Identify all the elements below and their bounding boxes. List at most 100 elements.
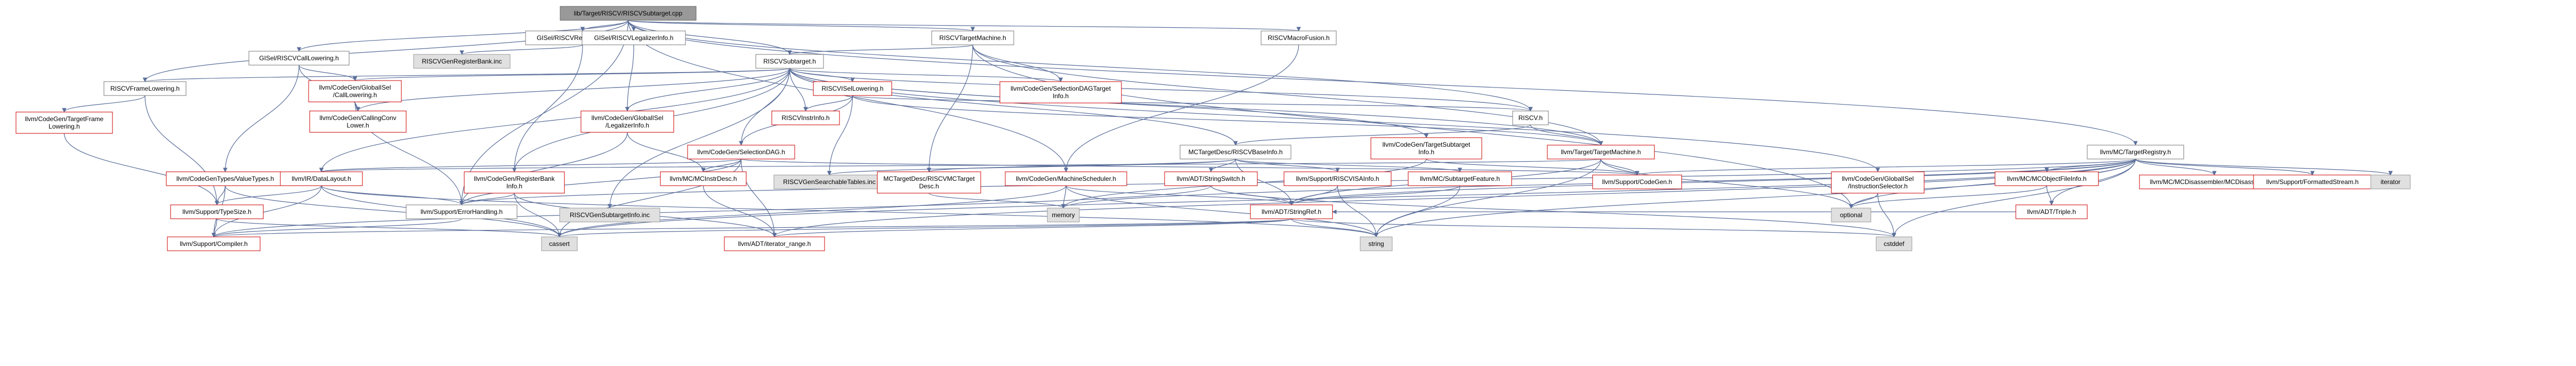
node-gisel-calllowering[interactable]: llvm/CodeGen/GlobalISel/CallLowering.h (308, 80, 402, 102)
edge-adt-stringref-to-string (1291, 218, 1379, 237)
node-cg-value-types[interactable]: llvm/CodeGenTypes/ValueTypes.h (166, 171, 285, 186)
node-riscv-h[interactable]: RISCV.h (1512, 110, 1549, 125)
node-instr-info[interactable]: RISCVInstrInfo.h (771, 110, 840, 125)
node-isel-lowering[interactable]: RISCVISelLowering.h (813, 81, 892, 96)
edge-subtarget-to-gisel-instr-selector (789, 68, 1880, 172)
node-box (724, 236, 825, 251)
node-support-typesize[interactable]: llvm/Support/TypeSize.h (170, 204, 264, 219)
node-support-formatted[interactable]: llvm/Support/FormattedStream.h (2253, 174, 2372, 189)
node-memory[interactable]: memory (1047, 208, 1080, 222)
node-box (660, 171, 747, 186)
edge-base-info-to-adt-stringswitch (1208, 158, 1236, 172)
node-mc-instr-desc[interactable]: llvm/MC/MCInstrDesc.h (660, 171, 747, 186)
node-iterator[interactable]: iterator (2370, 174, 2411, 189)
node-box (2370, 174, 2411, 189)
edge-cg-machine-sched-to-memory (1061, 185, 1067, 209)
edge-isel-lowering-to-instr-info (803, 95, 853, 112)
node-label: llvm/CodeGen/SelectionDAGTarget (1011, 85, 1111, 92)
edge-gisel-reg-to-gen-regbank (459, 44, 583, 55)
nodes-layer: lib/Target/RISCV/RISCVSubtarget.cppGISel… (15, 6, 2411, 251)
node-adt-stringswitch[interactable]: llvm/ADT/StringSwitch.h (1164, 171, 1258, 186)
node-box (413, 54, 511, 69)
node-label: llvm/ADT/StringRef.h (1262, 208, 1321, 216)
node-gen-searchable[interactable]: RISCVGenSearchableTables.inc (773, 174, 885, 189)
node-gen-regbank[interactable]: RISCVGenRegisterBank.inc (413, 54, 511, 69)
edge-ir-data-layout-to-support-typesize (214, 185, 322, 205)
node-selection-dag[interactable]: llvm/CodeGen/SelectionDAG.h (687, 145, 795, 160)
node-box (580, 110, 674, 133)
node-label: llvm/CodeGen/TargetFrame (25, 115, 104, 123)
node-label: llvm/Support/FormattedStream.h (2266, 178, 2359, 186)
edge-target-registry-to-cstddef (1892, 158, 2136, 237)
node-box (2253, 174, 2372, 189)
node-label: Lower.h (346, 122, 369, 129)
node-box (813, 81, 892, 96)
node-label: optional (1840, 211, 1862, 219)
node-target-registry[interactable]: llvm/MC/TargetRegistry.h (2087, 145, 2184, 160)
node-target-machine[interactable]: RISCVTargetMachine.h (931, 30, 1014, 45)
node-label: llvm/CodeGen/MachineScheduler.h (1016, 175, 1116, 182)
edge-ir-data-layout-to-support-compiler (211, 185, 322, 237)
node-cstddef[interactable]: cstddef (1876, 236, 1912, 251)
node-root[interactable]: lib/Target/RISCV/RISCVSubtarget.cpp (560, 6, 697, 21)
node-box (1547, 145, 1655, 160)
node-adt-triple[interactable]: llvm/ADT/Triple.h (2015, 204, 2088, 219)
node-label: Info.h (1418, 148, 1434, 156)
node-label: RISCVInstrInfo.h (781, 114, 829, 122)
node-mc-objfileinfo[interactable]: llvm/MC/MCObjectFileInfo.h (1994, 171, 2099, 186)
node-cg-machine-sched[interactable]: llvm/CodeGen/MachineScheduler.h (1005, 171, 1127, 186)
node-label: /InstructionSelector.h (1848, 182, 1908, 190)
node-optional[interactable]: optional (1831, 208, 1871, 222)
node-ir-data-layout[interactable]: llvm/IR/DataLayout.h (280, 171, 363, 186)
node-label: Desc.h (919, 182, 939, 190)
node-macro-fusion[interactable]: RISCVMacroFusion.h (1261, 30, 1337, 45)
node-gisel-instr-selector[interactable]: llvm/CodeGen/GlobalISel/InstructionSelec… (1831, 171, 1925, 194)
node-string[interactable]: string (1360, 236, 1393, 251)
node-frame-lowering[interactable]: RISCVFrameLowering.h (103, 81, 187, 96)
edge-gisel-instr-selector-to-cstddef (1877, 193, 1896, 237)
edge-mctd-riscvmc-to-memory (928, 193, 1066, 209)
node-adt-iterator-range[interactable]: llvm/ADT/iterator_range.h (724, 236, 825, 251)
node-adt-stringref[interactable]: llvm/ADT/StringRef.h (1250, 204, 1333, 219)
edge-subtarget-to-gisel-legalinfo (625, 68, 790, 112)
node-box (1831, 208, 1871, 222)
node-label: cassert (549, 240, 570, 248)
edge-mc-objfileinfo-to-optional (1848, 185, 2047, 209)
edge-isel-lowering-to-gen-searchable (827, 95, 853, 176)
node-mc-subtarget-feature[interactable]: llvm/MC/SubtargetFeature.h (1408, 171, 1512, 186)
edge-target-registry-to-adt-stringref (1289, 158, 2136, 205)
node-support-isavinfo[interactable]: llvm/Support/RISCVISAInfo.h (1283, 171, 1392, 186)
node-gisel-legal[interactable]: GISel/RISCVLegalizerInfo.h (582, 30, 686, 45)
node-label: Info.h (506, 182, 522, 190)
node-support-errorhandling[interactable]: llvm/Support/ErrorHandling.h (406, 204, 518, 219)
edge-adt-stringref-to-cstddef (1291, 218, 1896, 237)
node-label: llvm/ADT/iterator_range.h (738, 240, 811, 248)
edge-mc-subtarget-feature-to-string (1374, 185, 1460, 237)
edge-subtarget-to-instr-info (789, 68, 808, 112)
edge-target-machine-llvm-to-optional (1600, 158, 1854, 209)
node-subtarget[interactable]: RISCVSubtarget.h (755, 54, 824, 69)
node-box (15, 112, 113, 134)
edge-subtarget-to-gen-subtarget (607, 68, 790, 209)
node-box (1250, 204, 1333, 219)
node-base-info[interactable]: MCTargetDesc/RISCVBaseInfo.h (1180, 145, 1291, 160)
node-target-machine-llvm[interactable]: llvm/Target/TargetMachine.h (1547, 145, 1655, 160)
edges-layer (62, 20, 2393, 237)
node-support-compiler[interactable]: llvm/Support/Compiler.h (167, 236, 261, 251)
edge-subtarget-to-frame-lowering (143, 68, 790, 82)
edge-gisel-legal-to-gisel-legalinfo (625, 44, 634, 112)
edge-target-registry-to-support-codegen (1635, 158, 2136, 176)
edge-root-to-frame-lowering (142, 20, 629, 82)
node-label: RISCVGenSearchableTables.inc (783, 178, 875, 186)
node-cassert[interactable]: cassert (541, 236, 578, 251)
node-gisel-call[interactable]: GISel/RISCVCallLowering.h (248, 51, 350, 66)
node-gisel-legalinfo[interactable]: llvm/CodeGen/GlobalISel/LegalizerInfo.h (580, 110, 674, 133)
node-support-codegen[interactable]: llvm/Support/CodeGen.h (1592, 174, 1682, 189)
node-gen-subtarget[interactable]: RISCVGenSubtargetInfo.inc (559, 208, 660, 222)
